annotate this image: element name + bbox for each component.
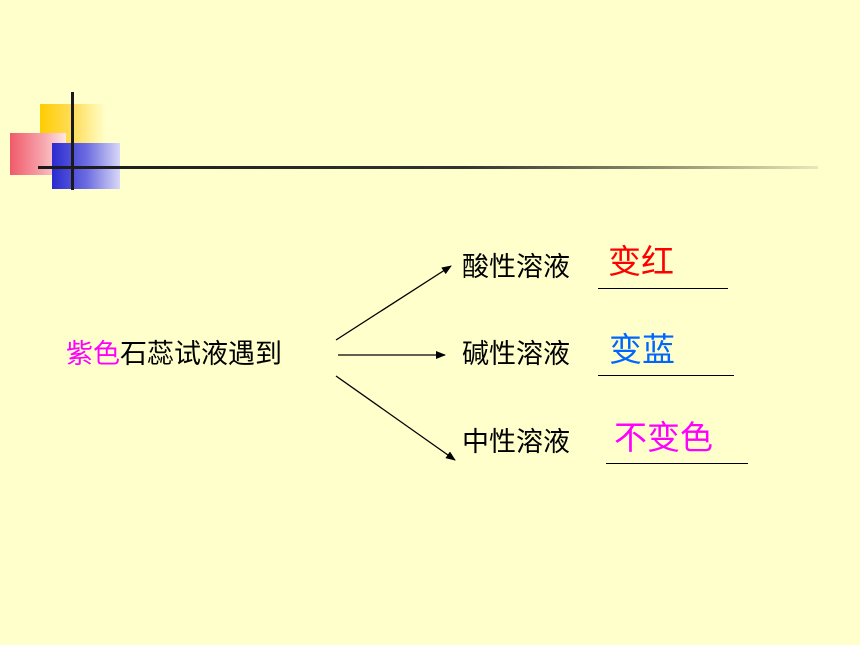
subject-highlight: 紫色	[66, 339, 120, 370]
branch-answer-base: 变蓝	[609, 330, 675, 369]
decor-horizontal-rule	[38, 166, 818, 169]
branch-answer-neutral: 不变色	[614, 418, 713, 457]
answer-blank-neutral	[606, 463, 748, 464]
answer-blank-acid	[598, 288, 728, 289]
branch-answer-acid: 变红	[608, 242, 674, 281]
decor-vertical-line	[71, 92, 74, 190]
subject-rest: 石蕊试液遇到	[120, 339, 282, 370]
branch-label-acid: 酸性溶液	[462, 252, 570, 283]
arrow-acid	[335, 265, 452, 341]
arrow-neutral	[335, 375, 456, 461]
branch-label-neutral: 中性溶液	[462, 427, 570, 458]
answer-blank-base	[598, 375, 734, 376]
branch-label-base: 碱性溶液	[462, 339, 570, 370]
subject-label: 紫色石蕊试液遇到	[66, 341, 282, 368]
